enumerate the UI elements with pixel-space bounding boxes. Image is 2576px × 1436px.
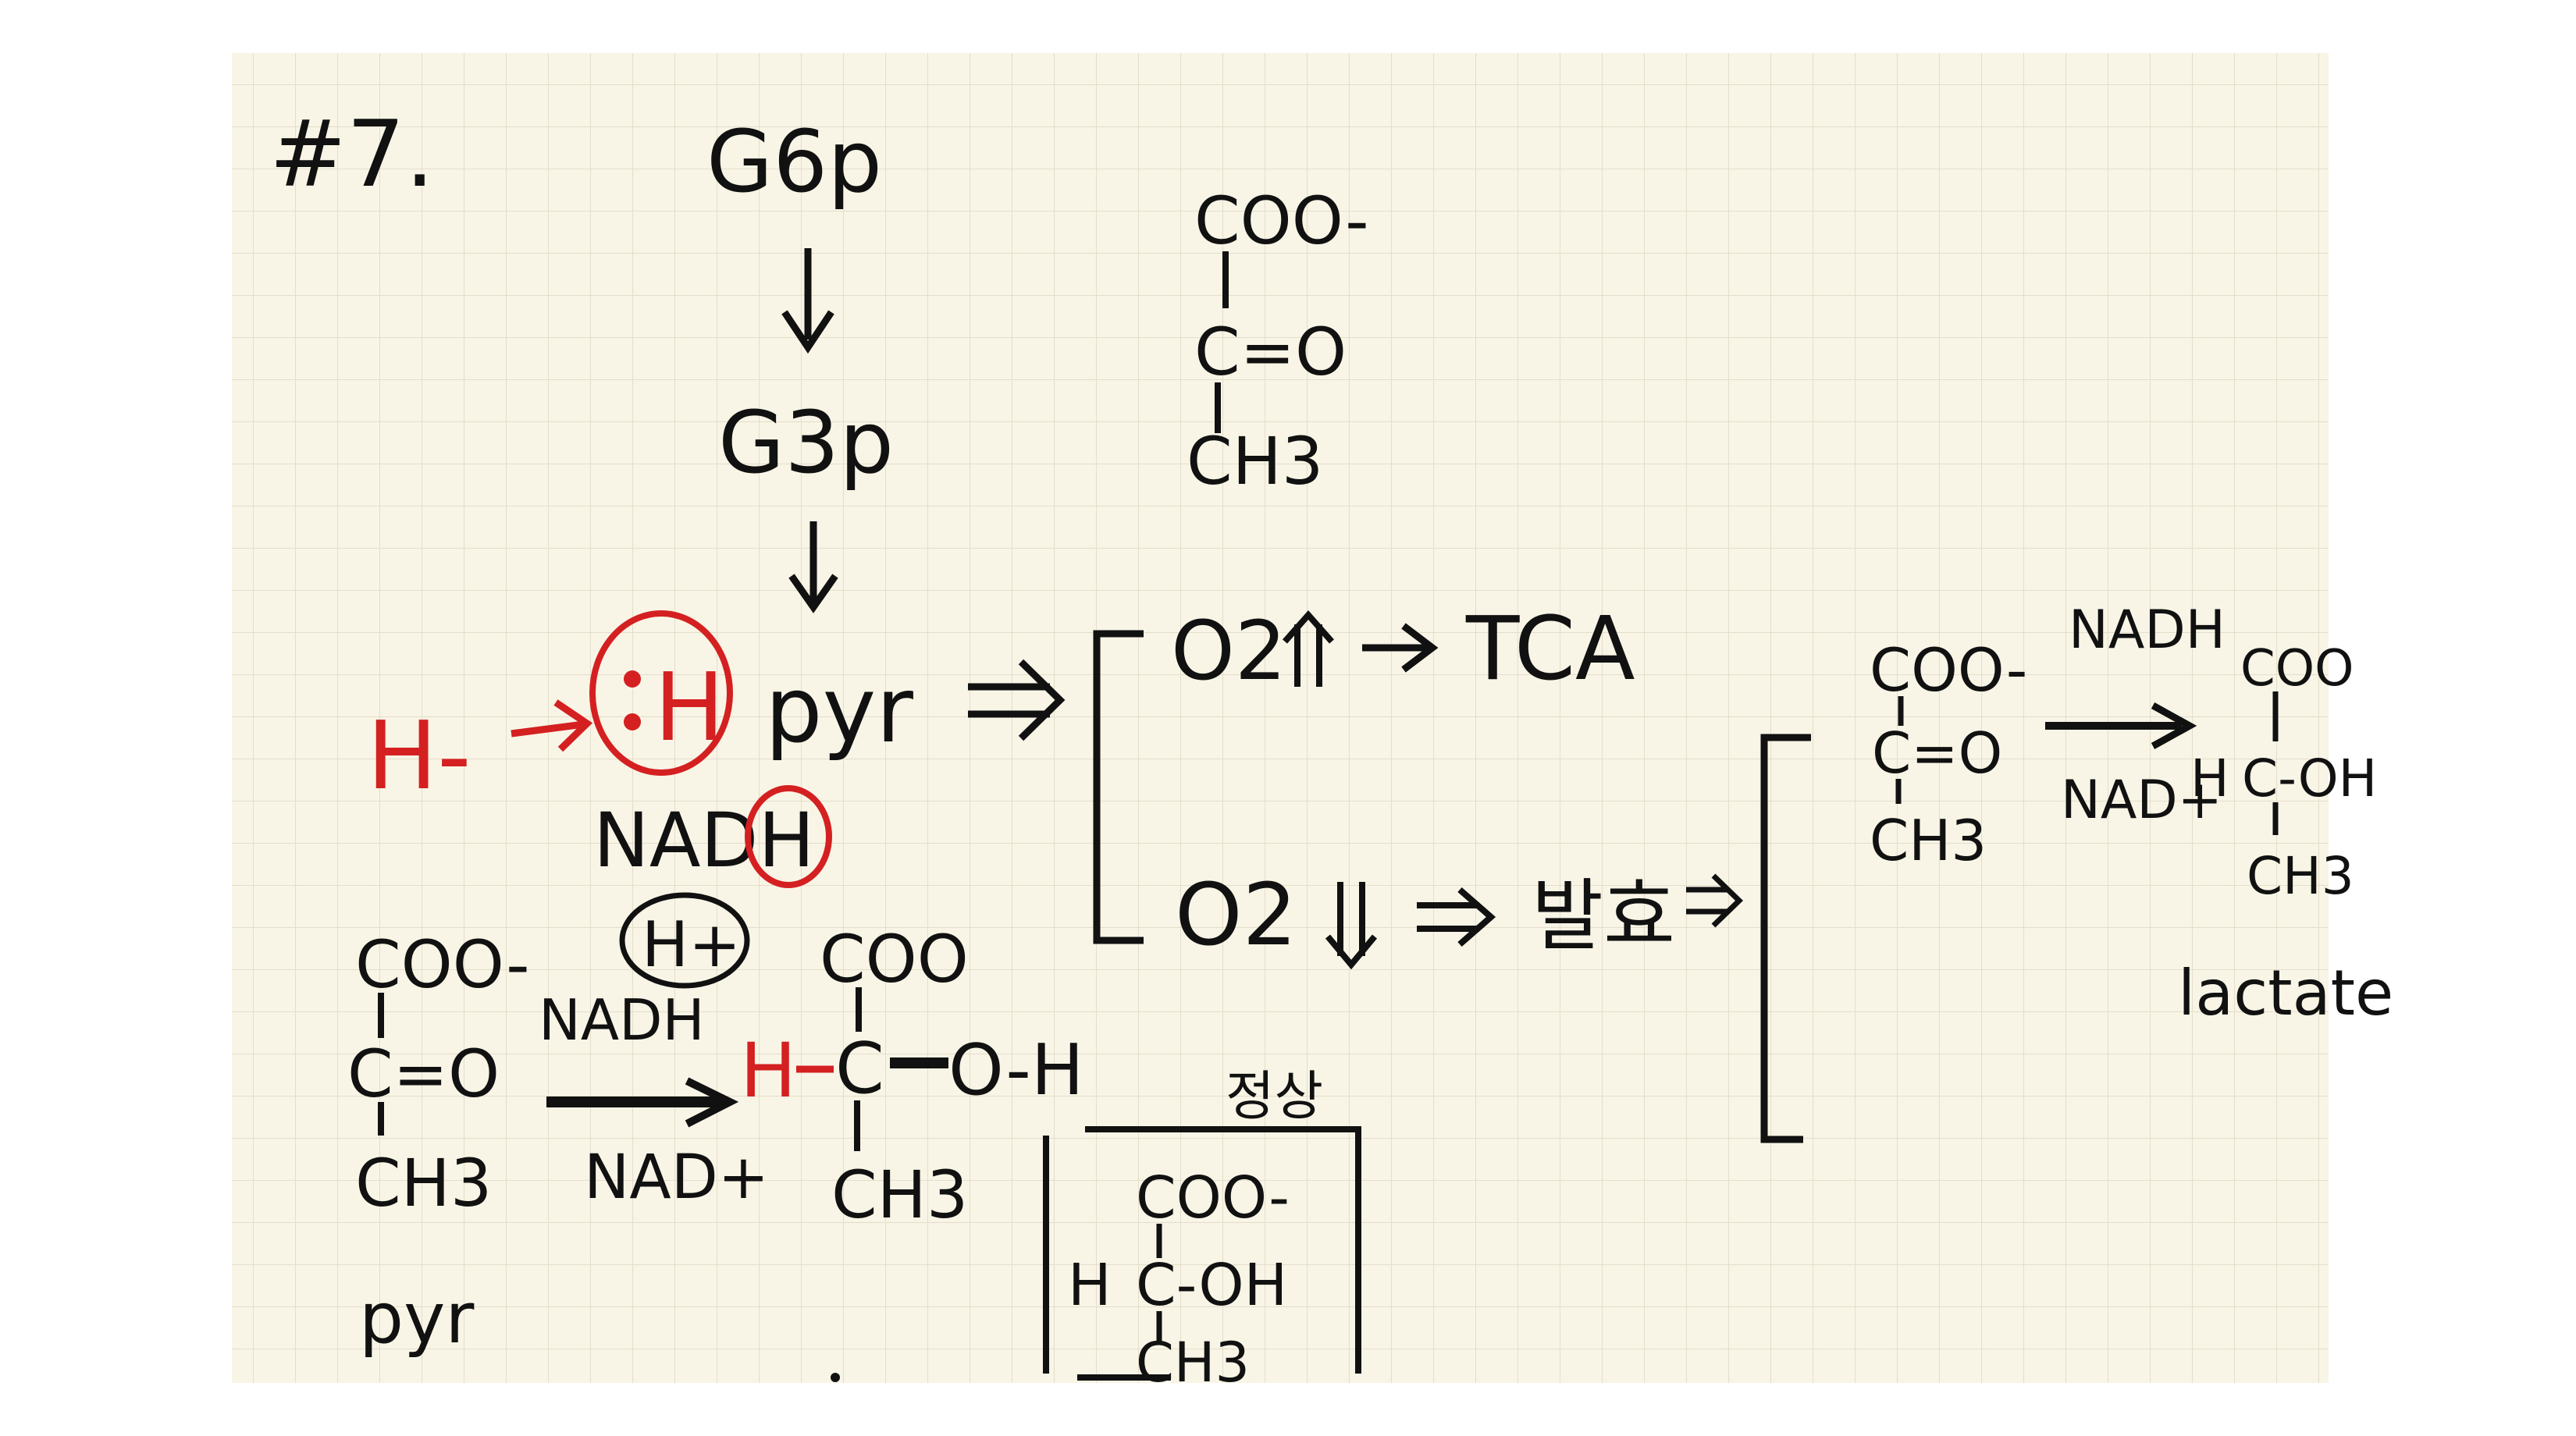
reactant-label: pyr — [359, 1278, 474, 1360]
lactate-reactant-c2: C=O — [1872, 720, 2002, 786]
nadh-h-circle — [745, 785, 832, 888]
hydride-label: H- — [367, 702, 471, 811]
red-h: H — [740, 1027, 796, 1114]
lone-pair-h: H — [654, 654, 724, 762]
h-plus-label: H+ — [642, 908, 741, 981]
pyruvate-c1: COO- — [1194, 183, 1369, 259]
electron-dot — [624, 670, 641, 688]
box-h: H — [1068, 1252, 1112, 1319]
arrowhead-right — [2151, 702, 2197, 749]
product-c2: C — [835, 1028, 884, 1110]
reactant-c2: C=O — [347, 1036, 500, 1112]
reactant-c1: COO- — [355, 926, 530, 1003]
branch-bracket — [1093, 630, 1144, 944]
lactate-reactant-c3: CH3 — [1870, 808, 1987, 873]
box-c1: COO- — [1136, 1164, 1290, 1232]
lactate-product-c2: C-OH — [2242, 748, 2377, 809]
arrowhead-down — [1325, 934, 1378, 970]
fermentation-label: 발효 — [1532, 870, 1675, 961]
electron-dot — [624, 713, 641, 730]
lactate-product-c1: COO — [2240, 640, 2354, 698]
arrowhead-right — [553, 699, 593, 752]
lactate-cofactor-top: NADH — [2069, 599, 2226, 661]
box-frame — [1085, 1126, 1361, 1374]
product-c1: COO — [820, 921, 969, 997]
lactate-label: lactate — [2178, 957, 2393, 1029]
lactate-product-c3: CH3 — [2247, 846, 2354, 906]
product-c3: CH3 — [831, 1157, 968, 1233]
arrowhead-down — [781, 310, 834, 354]
arrowhead-right — [1711, 873, 1744, 928]
g6p-label: G6p — [706, 112, 882, 211]
product-oh: O-H — [948, 1029, 1084, 1111]
pyr-label: pyr — [765, 658, 913, 763]
ink-dot — [831, 1373, 840, 1382]
hydride-arrow — [511, 720, 585, 738]
g3p-label: G3p — [718, 393, 894, 492]
pyruvate-c2: C=O — [1194, 314, 1347, 390]
arrowhead-right — [685, 1077, 739, 1128]
cofactor-top: NADH — [539, 987, 705, 1053]
nadh-label: NADH — [593, 797, 815, 884]
lone-pair-circle — [589, 610, 733, 776]
lactate-reactant-c1: COO- — [1870, 635, 2027, 705]
lactate-cofactor-bottom: NAD+ — [2061, 770, 2222, 831]
reactant-c3: CH3 — [355, 1145, 492, 1221]
box-label: 정상 — [1226, 1066, 1323, 1128]
heading: #7. — [269, 100, 434, 208]
box-c3: CH3 — [1136, 1331, 1250, 1395]
lactate-bracket — [1760, 734, 1811, 1143]
arrowhead-right — [1401, 623, 1439, 673]
arrowhead-right — [1018, 659, 1066, 741]
lactate-product-h: H — [2190, 748, 2229, 809]
arrowhead-down — [788, 574, 838, 613]
arrowhead-up — [1283, 610, 1334, 644]
pyruvate-c3: CH3 — [1187, 423, 1323, 499]
h-plus-circle — [619, 892, 750, 989]
aerobic-o2: O2 — [1171, 603, 1286, 698]
cofactor-bottom: NAD+ — [584, 1143, 769, 1213]
arrowhead-right — [1457, 887, 1496, 947]
anaerobic-o2: O2 — [1175, 865, 1297, 965]
box-c2: C-OH — [1136, 1252, 1287, 1319]
tca-label: TCA — [1465, 599, 1635, 700]
